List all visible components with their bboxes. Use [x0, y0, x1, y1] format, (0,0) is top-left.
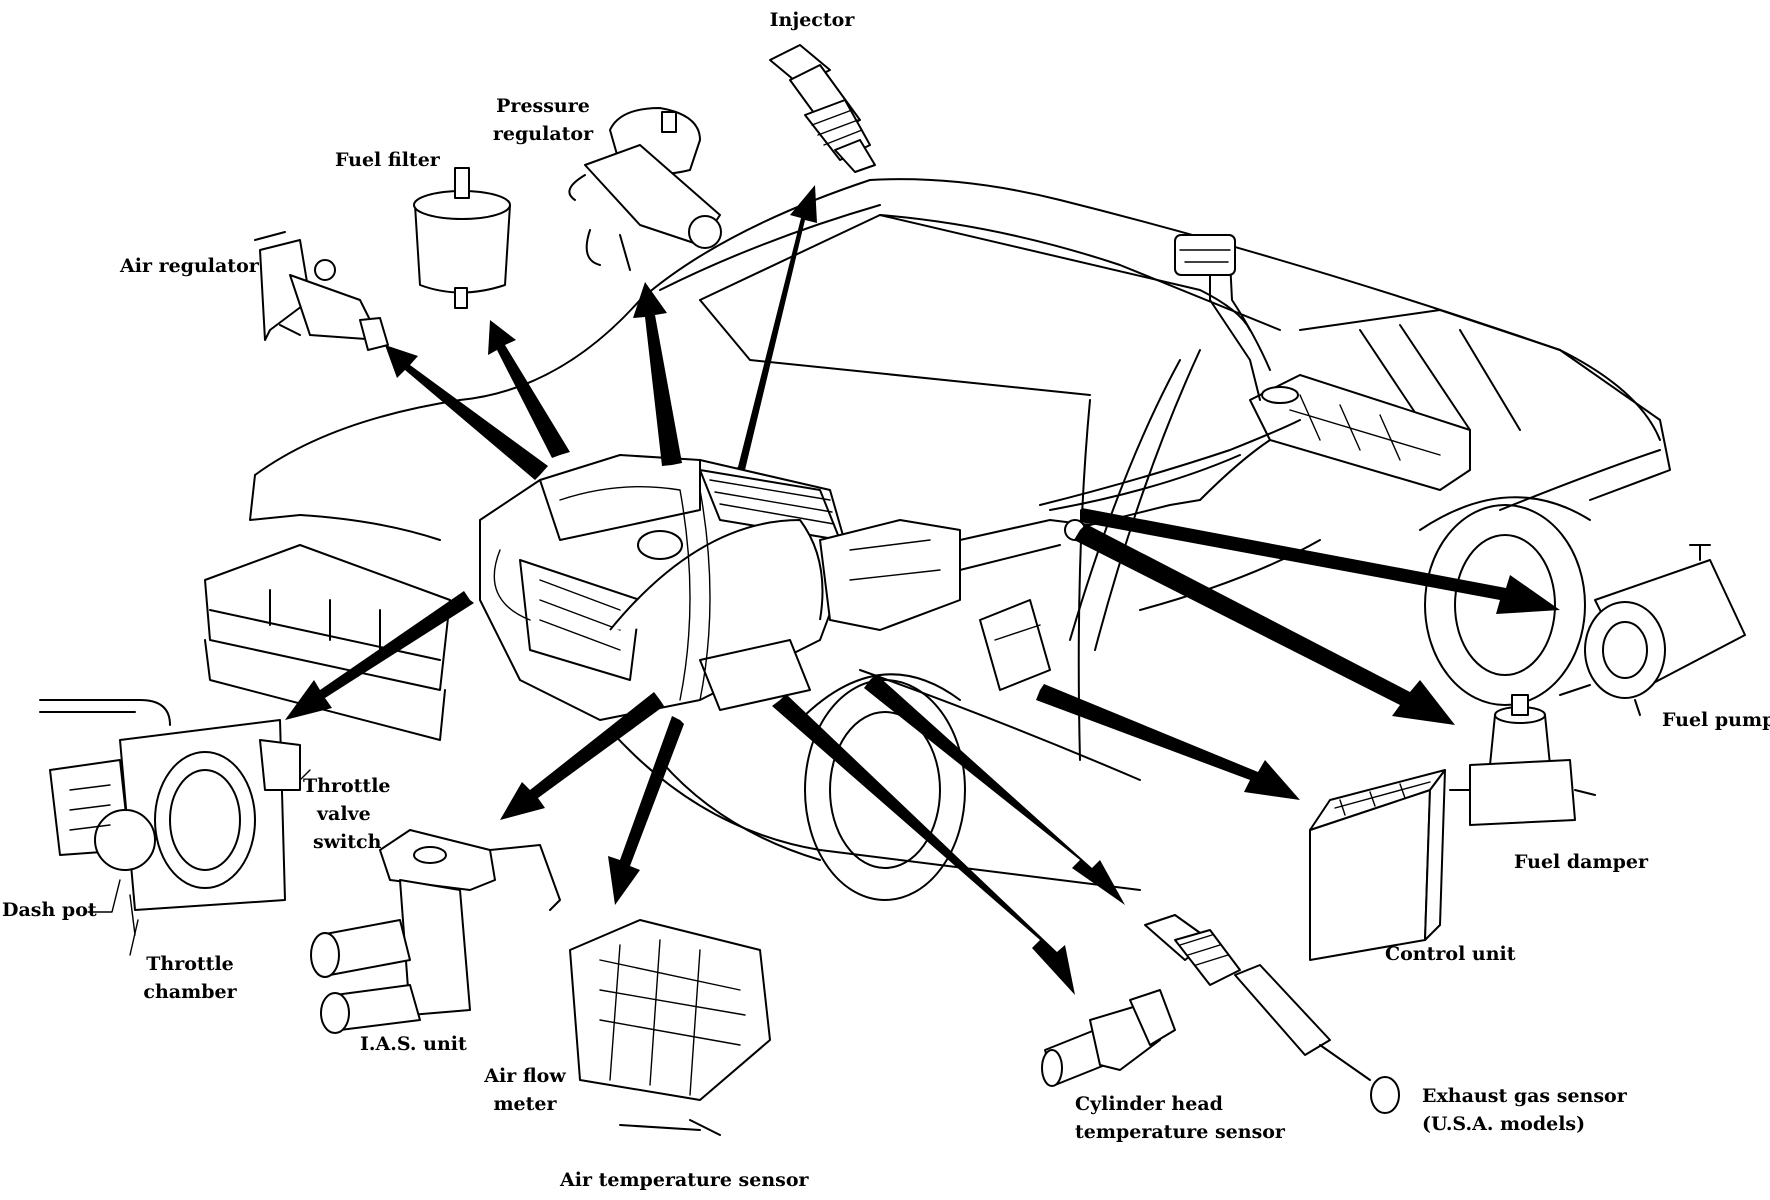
- label-throttle-chamber-line1: Throttle: [146, 953, 234, 975]
- air-flow-meter-illustration: [569, 919, 771, 1136]
- label-control-unit: Control unit: [1385, 943, 1516, 965]
- exhaust-gas-sensor-illustration: [1144, 914, 1400, 1114]
- label-throttle-valve-switch-line3: switch: [313, 831, 382, 853]
- fuel-damper-illustration: [1449, 694, 1596, 826]
- label-air-temperature-sensor: Air temperature sensor: [560, 1169, 809, 1191]
- label-cylinder-head-temperature-sensor-line2: temperature sensor: [1075, 1121, 1285, 1143]
- pressure-regulator-illustration: [568, 107, 722, 271]
- label-pressure-regulator: Pressure regulator: [478, 92, 608, 148]
- label-cylinder-head-temperature-sensor-line1: Cylinder head: [1075, 1093, 1223, 1115]
- label-air-regulator: Air regulator: [120, 255, 259, 277]
- label-dash-pot: Dash pot: [2, 899, 97, 921]
- control-unit-illustration: [1309, 769, 1446, 961]
- label-exhaust-gas-sensor-line1: Exhaust gas sensor: [1422, 1085, 1627, 1107]
- label-throttle-chamber: Throttle chamber: [130, 950, 250, 1006]
- air-regulator-illustration: [254, 231, 389, 351]
- label-fuel-pump: Fuel pump: [1662, 709, 1770, 731]
- label-throttle-chamber-line2: chamber: [143, 981, 237, 1003]
- label-throttle-valve-switch: Throttle valve switch: [303, 772, 391, 856]
- label-injector: Injector: [769, 9, 855, 31]
- fuel-tank-drawing: [1174, 234, 1471, 491]
- label-fuel-damper: Fuel damper: [1514, 851, 1648, 873]
- label-throttle-valve-switch-line2: valve: [317, 803, 371, 825]
- throttle-chamber-illustration: [39, 699, 301, 936]
- engine-drawing: [479, 419, 1301, 721]
- label-air-flow-meter-line2: meter: [493, 1093, 557, 1115]
- ias-unit-illustration: [310, 829, 561, 1034]
- label-fuel-filter: Fuel filter: [335, 149, 440, 171]
- label-pressure-regulator-line2: regulator: [492, 123, 594, 145]
- label-exhaust-gas-sensor-line2: (U.S.A. models): [1422, 1113, 1586, 1135]
- label-cylinder-head-temperature-sensor: Cylinder head temperature sensor: [1075, 1090, 1285, 1146]
- label-air-flow-meter: Air flow meter: [470, 1062, 580, 1118]
- label-ias-unit: I.A.S. unit: [360, 1033, 467, 1055]
- car-body-outline: [204, 178, 1671, 901]
- control-unit-mount-sketch: [979, 599, 1051, 691]
- label-air-flow-meter-line1: Air flow: [484, 1065, 566, 1087]
- fuel-pump-illustration: [1559, 544, 1746, 716]
- label-throttle-valve-switch-line1: Throttle: [303, 775, 391, 797]
- label-pressure-regulator-line1: Pressure: [496, 95, 590, 117]
- injector-illustration: [769, 44, 876, 173]
- cylinder-head-temperature-sensor-illustration: [1041, 989, 1176, 1087]
- fuel-filter-illustration: [413, 167, 511, 309]
- pointer-arrows: [87, 185, 1560, 995]
- label-exhaust-gas-sensor: Exhaust gas sensor (U.S.A. models): [1422, 1082, 1627, 1138]
